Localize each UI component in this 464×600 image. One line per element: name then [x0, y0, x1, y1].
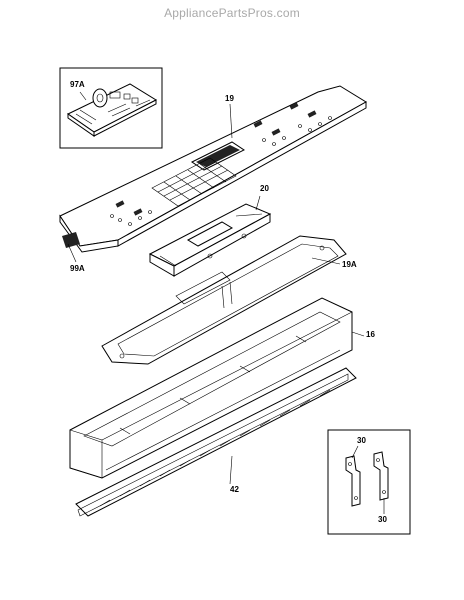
vent-slots [99, 389, 331, 507]
vent-trim-42 [75, 367, 357, 517]
callout-19a: 19A [342, 260, 357, 269]
control-panel-19 [59, 85, 367, 253]
callout-30-top: 30 [357, 436, 366, 445]
callout-19: 19 [225, 94, 234, 103]
callout-99a: 99A [70, 264, 85, 273]
callout-20: 20 [260, 184, 269, 193]
backguard-16 [69, 297, 353, 479]
bracket-30-right [373, 451, 389, 501]
callout-30-bottom: 30 [378, 515, 387, 524]
circuit-board-97a [67, 83, 158, 137]
leader-lines [67, 91, 385, 514]
callout-42: 42 [230, 485, 239, 494]
callout-16: 16 [366, 330, 375, 339]
inset-box-30 [327, 429, 411, 535]
panel-frame-19a [101, 235, 347, 365]
control-board-20 [148, 203, 272, 277]
callout-97a: 97A [70, 80, 85, 89]
inset-box-97a [59, 67, 163, 149]
bracket-30-left [345, 455, 361, 507]
panel-buttons [110, 116, 332, 226]
keypad-grid [151, 157, 237, 207]
watermark-text: AppliancePartsPros.com [164, 6, 300, 20]
